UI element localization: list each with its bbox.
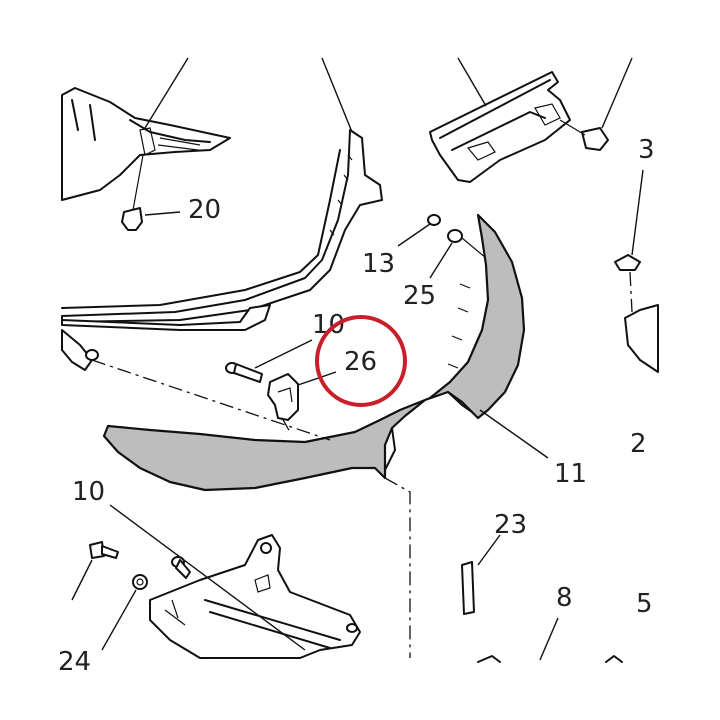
callout-20: 20 [188,195,221,225]
lower-left-mount [61,329,93,371]
washer-24 [101,574,148,651]
callout-24: 24 [58,647,91,677]
clip-3 [614,254,641,271]
mount-hole [85,349,99,361]
rod-23 [461,534,501,615]
leader-8 [539,617,559,661]
leader-13 [397,223,431,247]
front-panel-11 [102,213,549,492]
grommet-25 [447,229,463,243]
leader-3 [631,169,644,256]
callout-10-lower: 10 [72,477,105,507]
callout-10-upper: 10 [312,310,345,340]
bolt-24 [71,541,119,601]
axis-center-down [384,477,411,658]
highlight-circle-26 [315,315,407,407]
part-2-cover [624,304,659,373]
callout-26: 26 [344,347,377,377]
callout-23: 23 [494,510,527,540]
axis-left-mount [91,359,331,441]
clip-20 [121,154,181,231]
axis-bracket-26 [281,417,291,433]
lower-mounting-bracket [149,534,361,659]
callout-5: 5 [636,589,653,619]
callout-8: 8 [556,583,573,613]
bracket-26 [267,371,337,421]
screw-10-upper [225,339,313,383]
screw-10-lower [109,504,306,651]
clip-top-right [559,57,633,151]
callout-11: 11 [554,459,587,489]
leader-25 [429,242,453,279]
callout-2: 2 [630,429,647,459]
callout-25: 25 [403,281,436,311]
part-8-edge [477,655,501,663]
axis-25 [461,237,487,259]
axis-3 [629,271,633,313]
top-left-fairing-part [61,57,231,201]
washer-13 [427,214,441,226]
callout-13: 13 [362,249,395,279]
main-frame-bracket [61,57,383,331]
callout-3: 3 [638,135,655,165]
part-5-edge [605,655,623,663]
top-right-cover [429,57,571,183]
